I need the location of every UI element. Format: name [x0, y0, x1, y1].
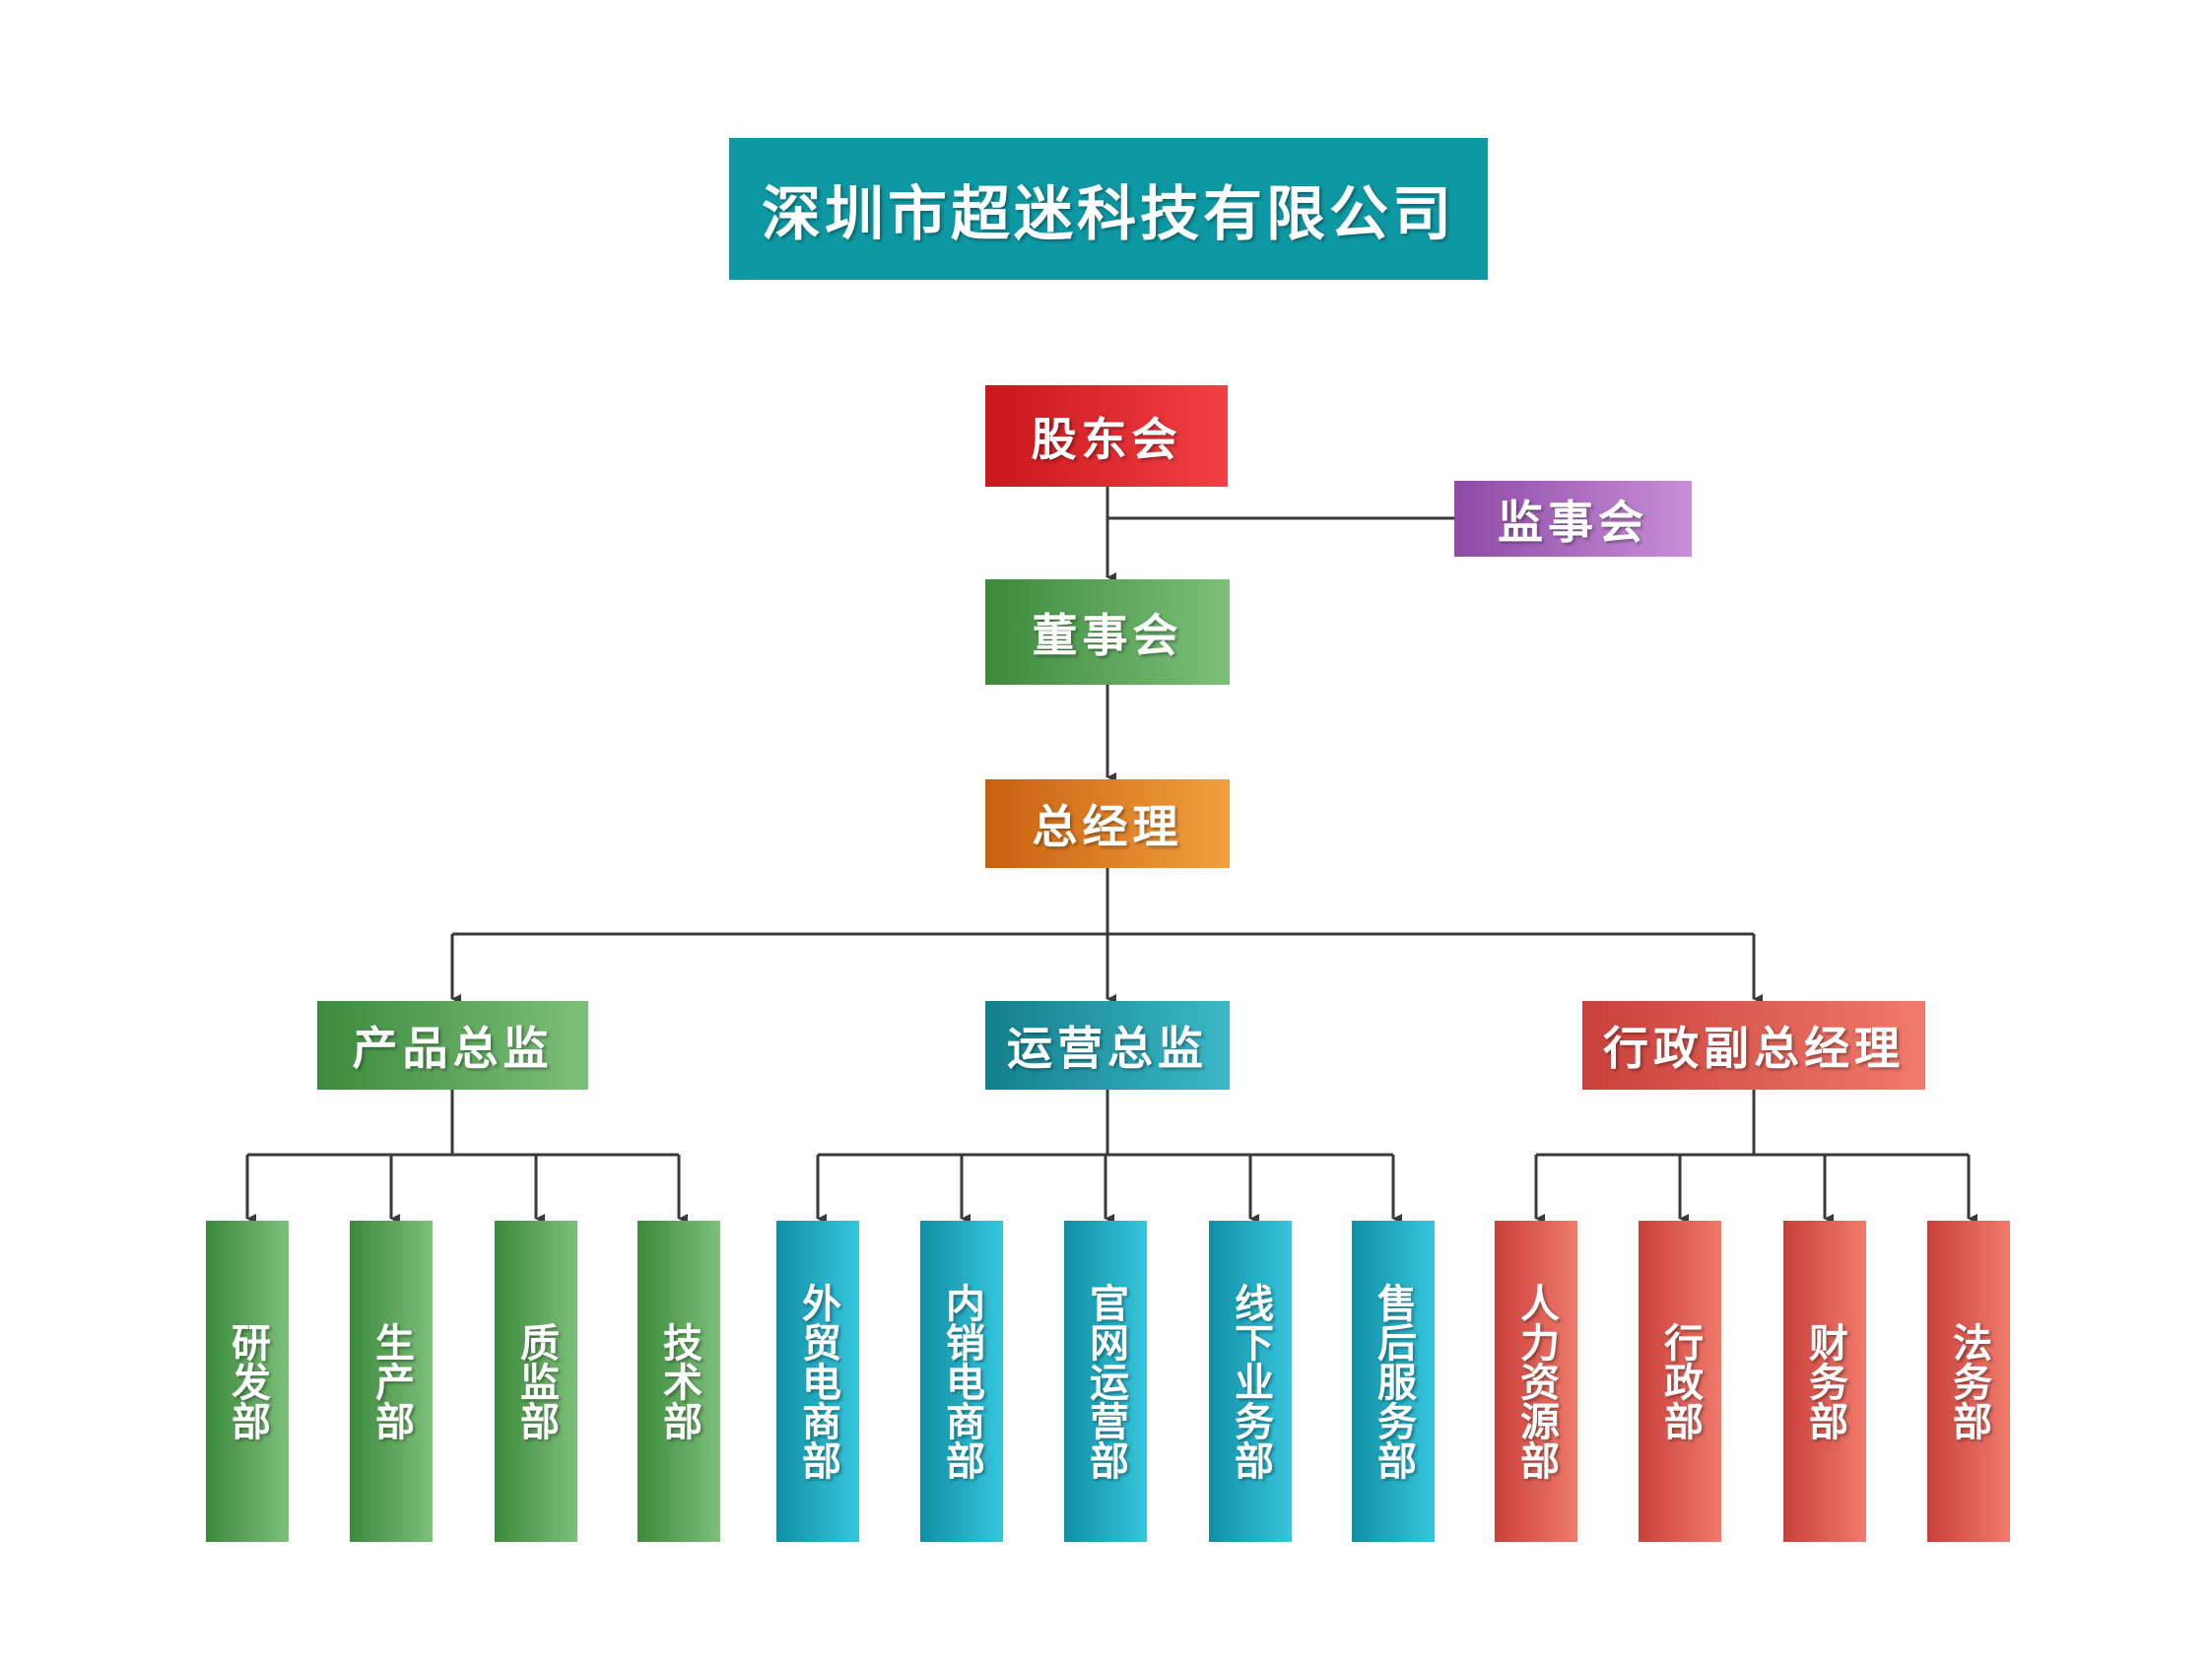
- dept-operations-2: 官网运营部: [1064, 1221, 1147, 1542]
- dept-operations-4: 售后服务部: [1352, 1221, 1435, 1542]
- node-general-manager: 总经理: [985, 779, 1230, 868]
- company-title: 深圳市超迷科技有限公司: [729, 138, 1488, 280]
- dept-product-3: 技术部: [637, 1221, 720, 1542]
- dept-admin-2: 财务部: [1783, 1221, 1866, 1542]
- dept-operations-0: 外贸电商部: [776, 1221, 859, 1542]
- dept-product-2: 质监部: [495, 1221, 577, 1542]
- node-product-director: 产品总监: [317, 1001, 588, 1090]
- dept-admin-1: 行政部: [1639, 1221, 1721, 1542]
- dept-operations-3: 线下业务部: [1209, 1221, 1292, 1542]
- dept-admin-0: 人力资源部: [1495, 1221, 1577, 1542]
- node-admin-deputy-gm: 行政副总经理: [1582, 1001, 1925, 1090]
- dept-operations-1: 内销电商部: [920, 1221, 1003, 1542]
- node-board: 董事会: [985, 579, 1230, 685]
- dept-product-0: 研发部: [206, 1221, 289, 1542]
- dept-admin-3: 法务部: [1927, 1221, 2010, 1542]
- dept-product-1: 生产部: [350, 1221, 433, 1542]
- node-shareholders: 股东会: [985, 385, 1228, 487]
- node-operations-director: 运营总监: [985, 1001, 1230, 1090]
- node-supervisors: 监事会: [1454, 481, 1692, 557]
